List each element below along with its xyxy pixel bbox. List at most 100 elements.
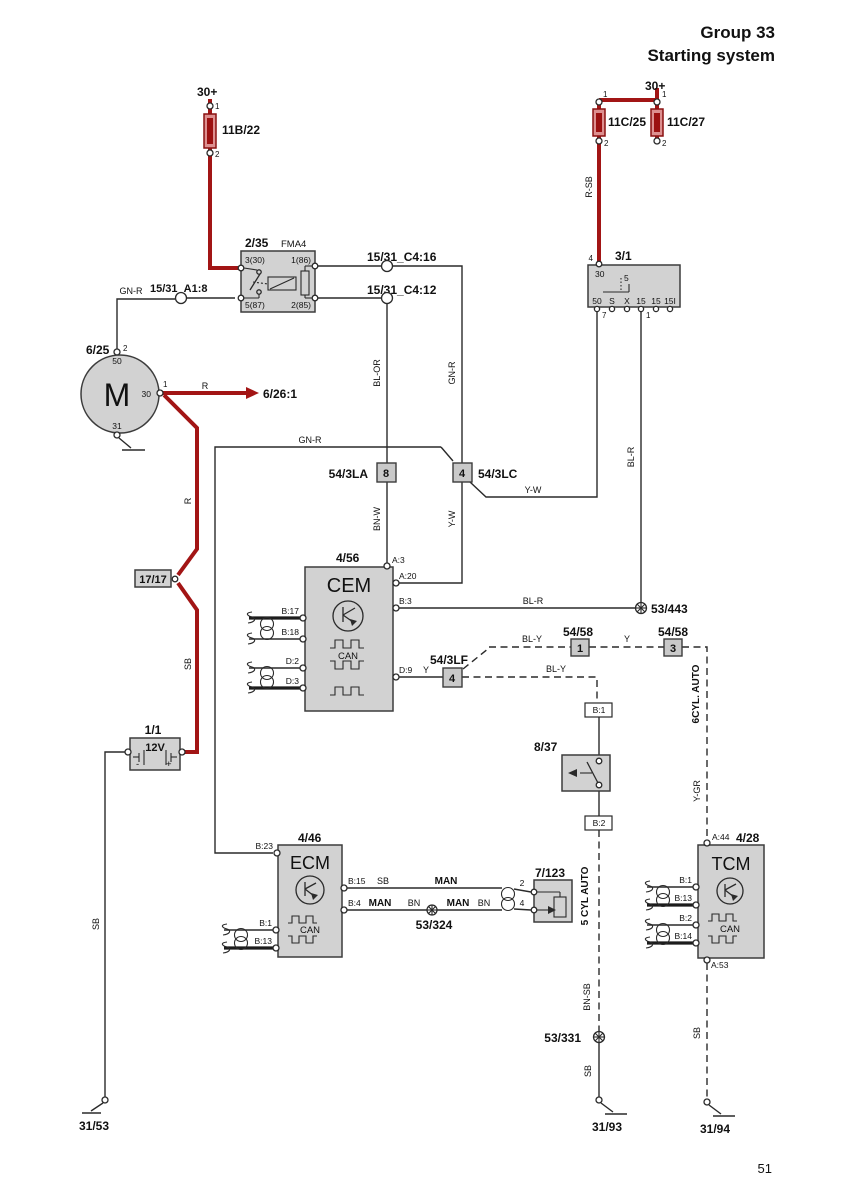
relay-pin30-node [237,264,245,272]
fuses-11c: 30+ 1 1 11C/25 11C/27 2 2 R-SB [584,79,705,198]
tcm-b1-label: B:1 [679,875,692,885]
junction-54-58a-body [570,638,590,657]
header-title: Starting system [647,46,775,65]
connector-c4-16-label: 15/31_C4:16 [367,250,437,264]
wire-label-man-1: MAN [435,876,458,887]
target-6-26-1: 6/26:1 [263,387,297,401]
starter-t30: 30 [142,389,152,399]
r7123-pin4-wire-label: 4 [520,898,525,908]
relay-pin-87: 5(87) [245,300,265,310]
cem-b3-node [392,604,400,612]
switch-blade [586,761,599,784]
r7123-ref: 7/123 [535,866,565,880]
splice-53-443: 53/443 [634,601,688,616]
can-wave-icons-ecm [288,915,317,944]
r7123-pin2-node [530,888,538,896]
battery-ref: 1/1 [145,723,162,737]
junction-54-58a-pin: 1 [577,643,583,655]
switch-8-37-branch: BL-Y B:1 8/37 B:2 5 CYL AUTO BN-SB [534,664,613,1011]
mid-wire-labels: BL-OR GN-R GN-R BN-W Y-W Y-W BL-R BL-R [299,359,637,606]
fuse-11b22-pin1-label: 1 [215,102,220,111]
connector-17-17-body [134,569,172,588]
junction-54-3lf-pin: 4 [449,673,456,685]
switch-b2-label: B:2 [593,818,606,828]
cem-a20-label: A:20 [399,571,417,581]
wire-label-bnw: BN-W [372,507,382,531]
connector-a1-8-label: 15/31_A1:8 [150,283,208,295]
ignition-pin4-node [595,260,603,268]
switch-b2-connector [584,815,613,831]
tcm-b13-label: B:13 [675,893,693,903]
wire-label-r-sb: R-SB [584,176,594,198]
splice-53-331-label: 53/331 [544,1031,581,1045]
cem-d3-label: D:3 [286,676,300,686]
ignition-pin4-label: 4 [589,254,594,263]
starter-pin1-label: 1 [163,380,168,389]
ecm-b15-node [340,884,348,892]
wire-label-y-top: Y [624,634,630,644]
ecm-body [277,844,343,958]
ignition-key-icon [332,600,364,632]
connector-c4-12-label: 15/31_C4:12 [367,283,437,297]
wire-label-bn-1: BN [408,898,421,908]
junction-54-58b-body [663,638,683,657]
ecm-b1-label: B:1 [259,918,272,928]
connector-17-17-label: 17/17 [139,574,167,586]
fuse-11b-22: 30+ 1 11B/22 2 [197,85,260,159]
tcm-b14-label: B:14 [675,931,693,941]
starter-m-symbol: M [104,377,131,413]
cem-b18-label: B:18 [282,627,300,637]
connector-a1-8-node [174,291,188,305]
tcm-body [697,844,765,959]
wire-label-man-3: MAN [447,898,470,909]
cem-a3-label: A:3 [392,555,405,565]
man-wires: SB MAN 2 MAN BN 53/324 MAN BN 4 [369,876,525,932]
cem-module: 4/56 CEM CAN A:3 A:20 B:3 D:9 [246,551,417,712]
ecm-b4-label: B:4 [348,898,361,908]
ground-31-93: 31/93 [592,1096,627,1134]
wire-label-blr-vert: BL-R [626,446,636,467]
supply-30-right-label: 30+ [645,79,665,93]
fuse-11c27-pin1 [653,98,661,106]
relay-pin87-node [237,294,245,302]
wire-label-gnr-vert: GN-R [447,361,457,384]
starter-motor-6-25: 6/25 2 50 M 30 31 1 R 6/26:1 [80,343,297,451]
fuse-11c25-core [596,113,602,132]
connector-15-31-c4-16: 15/31_C4:16 [367,250,437,273]
ecm-b23-label: B:23 [256,841,274,851]
ecm-name: ECM [290,853,330,873]
ignition-t30: 30 [595,269,605,279]
ground-31-53-label: 31/53 [79,1119,109,1133]
ignition-pin7-label: 7 [602,311,607,320]
tcm-can-pairs: B:1 B:13 B:2 B:14 [644,875,700,949]
wire-label-r-down: R [183,497,193,504]
dashed-wires [462,646,708,1099]
can-wave-icons-tcm [708,913,737,944]
relay-pin-86: 1(86) [291,255,311,265]
fuse-11b22-pin1 [206,102,214,110]
cem-b3-label: B:3 [399,596,412,606]
wire-label-y-gr: Y-GR [692,780,702,802]
wire-label-y-d9: Y [423,665,429,675]
wire-label-5cyl-auto: 5 CYL AUTO [580,866,591,925]
ignition-t15b: 15 [651,296,661,306]
junction-54-3lc-label: 54/3LC [478,467,518,481]
ground-31-94: 31/94 [700,1098,735,1136]
ecm-b15-label: B:15 [348,876,366,886]
switch-b1-connector [584,702,613,718]
wire-label-blor: BL-OR [372,359,382,387]
cem-can-pairs: B:17 B:18 D:2 D:3 [246,606,307,694]
junction-54-58b-pin: 3 [670,643,676,655]
battery-minus: - [136,759,139,770]
ignition-key-icon-tcm [716,877,744,905]
battery-1-1: 1/1 12V - + [124,723,186,771]
tcm-ref: 4/28 [736,831,760,845]
ground-31-53-node [101,1096,109,1104]
ignition-pin1-label: 1 [646,311,651,320]
tcm-a53-label: A:53 [711,960,729,970]
ignition-ts: S [609,296,615,306]
connector-15-31-a1-8: GN-R 15/31_A1:8 [120,283,208,305]
battery-voltage: 12V [145,742,165,754]
ignition-key-icon-ecm [295,875,325,905]
